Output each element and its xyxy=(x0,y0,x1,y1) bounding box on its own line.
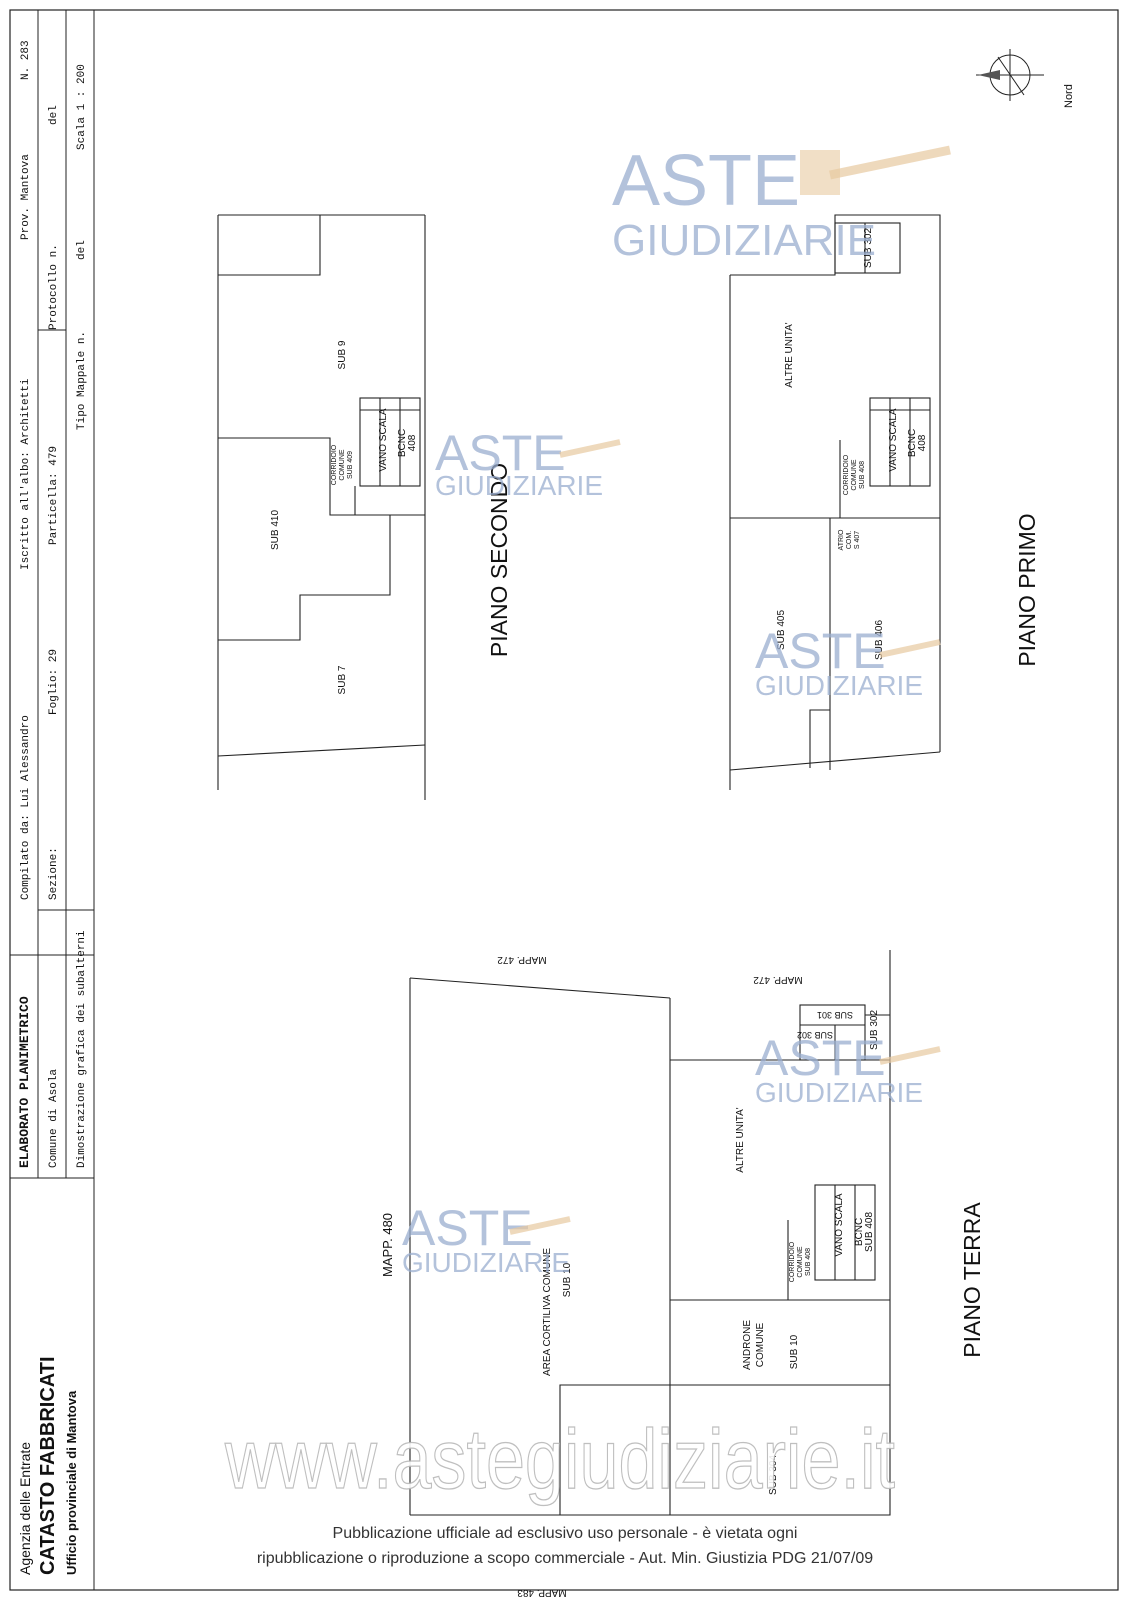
svg-text:ASTE: ASTE xyxy=(755,1030,886,1086)
svg-text:SUB 302: SUB 302 xyxy=(869,1010,880,1050)
watermark-url: www.astegiudiziarie.it xyxy=(224,1412,895,1506)
watermark-logo-2: ASTE GIUDIZIARIE xyxy=(435,425,621,501)
comune-label: Comune di Asola xyxy=(48,1069,60,1168)
svg-text:SUB 7: SUB 7 xyxy=(337,665,348,694)
labels-piano-primo: ALTRE UNITA' SUB 302 SUB 405 SUB 406 VAN… xyxy=(776,228,928,660)
watermark-logo-3: ASTE GIUDIZIARIE xyxy=(755,623,941,701)
svg-text:BCNC: BCNC xyxy=(907,429,918,457)
plan-piano-terra xyxy=(409,950,891,1516)
svg-text:SUB 408: SUB 408 xyxy=(805,1248,812,1276)
svg-text:ANDRONE: ANDRONE xyxy=(742,1320,753,1370)
title-block: Agenzia delle Entrate CATASTO FABBRICATI… xyxy=(9,10,95,1591)
svg-text:MAPP. 480: MAPP. 480 xyxy=(380,1213,395,1277)
svg-text:ASTE: ASTE xyxy=(402,1200,533,1256)
svg-text:SUB 10: SUB 10 xyxy=(789,1334,800,1369)
north-label: Nord xyxy=(1063,84,1075,108)
svg-text:BCNC: BCNC xyxy=(397,429,408,457)
piano-terra-title: PIANO TERRA xyxy=(959,1202,985,1358)
svg-text:VANO SCALA: VANO SCALA xyxy=(888,408,899,471)
svg-text:ASTE: ASTE xyxy=(612,141,800,221)
svg-text:GIUDIZIARIE: GIUDIZIARIE xyxy=(435,470,603,501)
svg-text:CORRIDOIO: CORRIDOIO xyxy=(331,444,338,485)
svg-text:CORRIDOIO: CORRIDOIO xyxy=(843,454,850,495)
plan-piano-primo xyxy=(729,214,941,790)
svg-text:ASTE: ASTE xyxy=(435,425,566,481)
provincia-label: Prov. Mantova xyxy=(20,154,32,240)
iscritto-label: Iscritto all'albo: Architetti xyxy=(20,378,32,570)
agency-name: Agenzia delle Entrate xyxy=(17,1442,33,1575)
svg-text:GIUDIZIARIE: GIUDIZIARIE xyxy=(402,1247,570,1278)
svg-text:SUB 301: SUB 301 xyxy=(817,1010,853,1020)
svg-text:ASTE: ASTE xyxy=(755,623,886,679)
svg-text:GIUDIZIARIE: GIUDIZIARIE xyxy=(612,216,876,265)
svg-text:SUB 408: SUB 408 xyxy=(864,1212,875,1252)
svg-text:SUB 10: SUB 10 xyxy=(562,1262,573,1297)
labels-piano-secondo: SUB 9 SUB 410 SUB 7 VANO SCALA BCNC 408 … xyxy=(270,340,418,694)
svg-text:MAPP. 472: MAPP. 472 xyxy=(753,974,803,985)
svg-text:COMUNE: COMUNE xyxy=(339,449,346,480)
svg-text:SUB 409: SUB 409 xyxy=(347,451,354,479)
ufficio-label: Ufficio provinciale di Mantova xyxy=(64,1390,79,1575)
svg-text:COMUNE: COMUNE xyxy=(755,1322,766,1367)
watermark-logo-5: ASTE GIUDIZIARIE xyxy=(402,1200,571,1278)
tipo-mappale-label: Tipo Mappale n. xyxy=(76,331,88,430)
sheet-border xyxy=(9,9,1119,1591)
svg-text:GIUDIZIARIE: GIUDIZIARIE xyxy=(755,670,923,701)
protocollo-label: Protocollo n. xyxy=(48,244,60,330)
svg-text:COMUNE: COMUNE xyxy=(797,1246,804,1277)
tipo-del-label: del xyxy=(76,240,88,260)
svg-text:SUB 304: SUB 304 xyxy=(768,1455,779,1495)
publication-notice-line-1: Pubblicazione ufficiale ad esclusivo uso… xyxy=(332,1525,798,1542)
piano-primo-title: PIANO PRIMO xyxy=(1014,513,1040,666)
svg-text:SUB 302: SUB 302 xyxy=(797,1030,833,1040)
svg-text:SUB 410: SUB 410 xyxy=(270,510,281,550)
dimostrazione-label: Dimostrazione grafica dei subalterni xyxy=(76,930,88,1168)
piano-secondo-title: PIANO SECONDO xyxy=(486,463,512,657)
svg-text:SUB 405: SUB 405 xyxy=(776,610,787,650)
catasto-title: CATASTO FABBRICATI xyxy=(37,1356,59,1575)
protocollo-del-label: del xyxy=(48,105,60,125)
svg-text:GIUDIZIARIE: GIUDIZIARIE xyxy=(755,1077,923,1108)
plan-piano-secondo xyxy=(217,214,426,800)
svg-text:ATRIO: ATRIO xyxy=(838,529,845,550)
labels-piano-terra: MAPP. 472 MAPP. 472 MAPP. 480 MAPP. 483 … xyxy=(380,954,880,1598)
svg-text:VANO SCALA: VANO SCALA xyxy=(834,1193,845,1256)
svg-text:COM.: COM. xyxy=(846,531,853,549)
svg-text:MAPP. 472: MAPP. 472 xyxy=(497,954,547,965)
svg-text:408: 408 xyxy=(407,434,418,451)
svg-text:COMUNE: COMUNE xyxy=(851,459,858,490)
watermark-logo-4: ASTE GIUDIZIARIE xyxy=(755,1030,941,1108)
north-arrow-icon xyxy=(976,49,1044,101)
numero-label: N. 283 xyxy=(20,40,32,80)
svg-text:408: 408 xyxy=(917,434,928,451)
svg-text:CORRIDOIO: CORRIDOIO xyxy=(789,1241,796,1282)
compilato-label: Compilato da: Lui Alessandro xyxy=(20,715,32,900)
svg-text:SUB 408: SUB 408 xyxy=(859,461,866,489)
svg-text:VANO SCALA: VANO SCALA xyxy=(378,408,389,471)
publication-notice-line-2: ripubblicazione o riproduzione a scopo c… xyxy=(256,1550,874,1567)
svg-text:AREA CORTILIVA COMUNE: AREA CORTILIVA COMUNE xyxy=(542,1248,553,1376)
svg-text:SUB 9: SUB 9 xyxy=(337,340,348,369)
particella-label: Particella: 479 xyxy=(48,446,60,545)
svg-text:MAPP. 483: MAPP. 483 xyxy=(517,1587,567,1598)
svg-text:SUB 406: SUB 406 xyxy=(874,620,885,660)
svg-text:SUB 302: SUB 302 xyxy=(863,228,874,268)
watermark-logo-1: ASTE GIUDIZIARIE xyxy=(612,141,951,265)
svg-text:ALTRE UNITA': ALTRE UNITA' xyxy=(784,322,795,388)
sezione-label: Sezione: xyxy=(48,847,60,900)
foglio-label: Foglio: 29 xyxy=(48,649,60,715)
svg-text:ALTRE UNITA': ALTRE UNITA' xyxy=(735,1107,746,1173)
svg-text:BCNC: BCNC xyxy=(854,1218,865,1246)
svg-text:S 407: S 407 xyxy=(854,531,861,549)
scala-label: Scala 1 : 200 xyxy=(76,64,88,150)
document-title: ELABORATO PLANIMETRICO xyxy=(17,996,32,1168)
